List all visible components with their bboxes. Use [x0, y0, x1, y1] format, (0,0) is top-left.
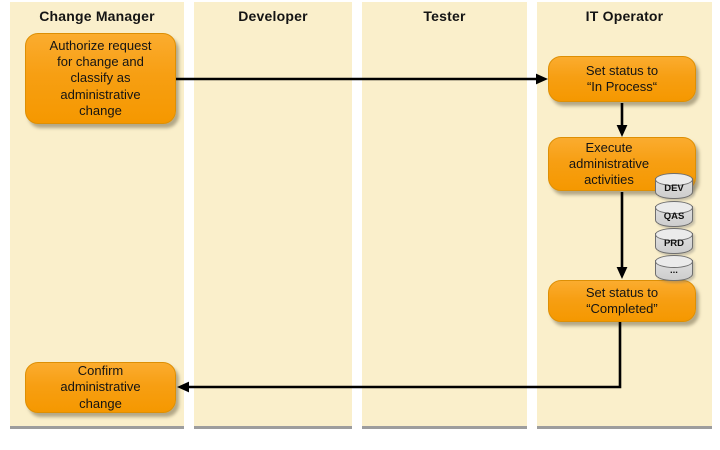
- lane-title-developer: Developer: [238, 8, 308, 24]
- database-icon-top: [655, 228, 693, 241]
- node-set-status-completed: Set status to “Completed”: [548, 280, 696, 322]
- database-label-dev: DEV: [664, 183, 684, 194]
- lane-title-tester: Tester: [423, 8, 466, 24]
- database-cylinder-dev: DEV: [655, 173, 693, 200]
- database-icon-top: [655, 173, 693, 186]
- database-icon-top: [655, 201, 693, 214]
- database-label-qas: QAS: [663, 211, 685, 222]
- lane-title-change-manager: Change Manager: [39, 8, 155, 24]
- lane-developer: Developer: [194, 2, 352, 426]
- node-authorize-request: Authorize request for change and classif…: [25, 33, 176, 124]
- database-cylinder-prd: PRD: [655, 228, 693, 255]
- node-set-status-in-process: Set status to “In Process“: [548, 56, 696, 102]
- database-label-prd: PRD: [663, 238, 685, 249]
- database-label-more: ...: [670, 265, 678, 276]
- database-cylinder-more: ...: [655, 255, 693, 282]
- database-icon-top: [655, 255, 693, 268]
- database-cylinder-qas: QAS: [655, 201, 693, 228]
- lane-title-it-operator: IT Operator: [585, 8, 664, 24]
- node-execute-administrative-activities: Execute administrative activities: [548, 137, 696, 191]
- node-confirm-administrative-change: Confirm administrative change: [25, 362, 176, 413]
- lane-tester: Tester: [362, 2, 527, 426]
